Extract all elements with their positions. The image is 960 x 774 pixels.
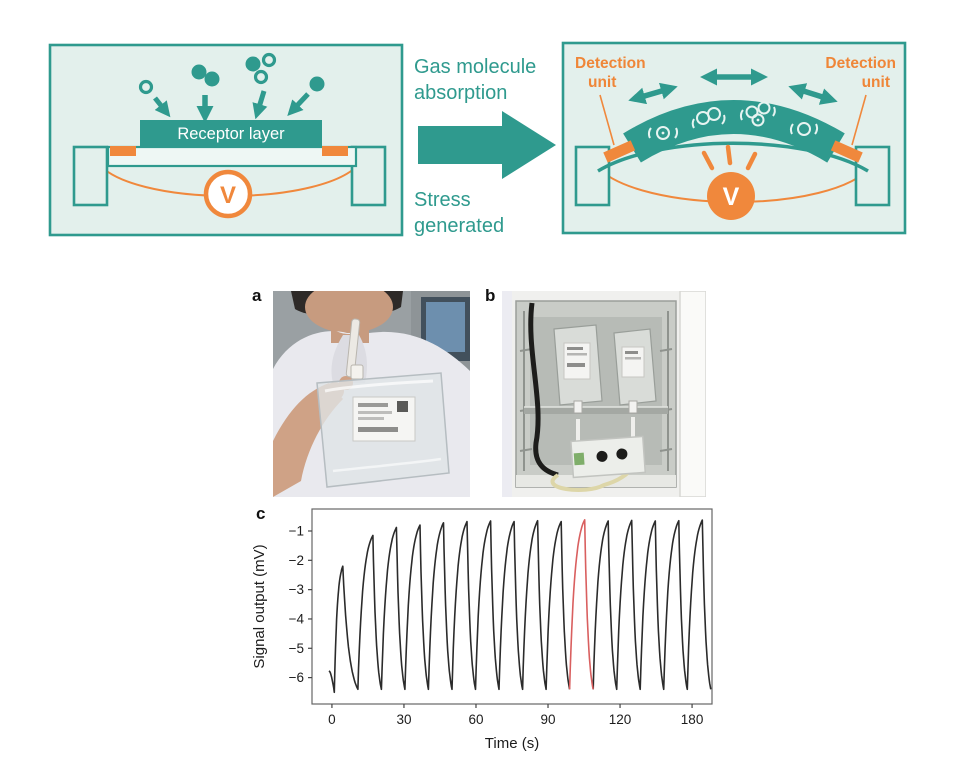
face [305, 291, 393, 333]
gas-molecule-icon [261, 52, 277, 68]
leader-line [851, 94, 867, 146]
breath-sampling-bag [316, 372, 450, 488]
x-tick-label: 120 [609, 712, 632, 727]
y-tick-label: −3 [289, 582, 304, 597]
cabinet-edge [502, 291, 512, 497]
chamber-interior [515, 300, 677, 492]
shelf [524, 407, 668, 414]
subfigure-label-b: b [485, 286, 496, 305]
bag-fitting [350, 364, 364, 380]
support-post-icon [72, 145, 109, 207]
x-tick-label: 180 [681, 712, 704, 727]
y-tick-label: −4 [289, 611, 305, 626]
qr-code-icon [397, 401, 408, 412]
gas-molecules-icon [138, 52, 325, 123]
photo-breath-sampling [273, 291, 470, 497]
bag-valve [628, 400, 638, 414]
subfigure-label-a: a [252, 286, 262, 305]
detection-unit-right-line1: Detection [825, 55, 896, 72]
stress-arrow-icon [788, 83, 838, 105]
membrane-bar-icon [106, 145, 358, 168]
gas-molecule-icon [309, 76, 325, 92]
panel-flat-sensor: Receptor layer V [48, 43, 404, 237]
absorption-arrow-icon [252, 90, 268, 120]
x-tick-label: 30 [396, 712, 411, 727]
open-door [679, 291, 706, 497]
leader-line [599, 94, 615, 146]
detection-pad-icon [830, 140, 863, 163]
transition-block: Gas molecule absorption Stress generated [414, 56, 556, 237]
detection-unit-left-line1: Detection [575, 55, 646, 72]
support-post-icon [574, 145, 611, 207]
gas-bag [553, 324, 603, 414]
stress-generated-text-line1: Stress [414, 189, 471, 211]
gas-molecule-icon [245, 56, 261, 72]
gas-molecule-icon [253, 69, 269, 85]
absorption-arrow-icon [153, 96, 171, 118]
signal-trace [592, 519, 712, 691]
photo-b-scene [502, 291, 706, 497]
y-tick-label: −6 [289, 670, 304, 685]
detection-unit-right-line2: unit [862, 74, 890, 91]
panel-bent-sensor: Detection unit Detection unit V [561, 41, 907, 235]
gas-molecule-icon [204, 71, 220, 87]
plot-frame [311, 508, 713, 705]
voltmeter-symbol: V [220, 182, 236, 209]
subfigure-label-c: c [256, 504, 266, 523]
black-cable [528, 302, 559, 478]
gas-absorption-text-line2: absorption [414, 82, 507, 104]
signal-trace [328, 519, 571, 694]
absorption-arrow-icon [287, 92, 310, 116]
y-tick-label: −2 [289, 553, 304, 568]
mouthpiece-tube [345, 318, 364, 380]
photo-incubator-setup [502, 291, 706, 497]
gas-absorption-text-line1: Gas molecule [414, 56, 536, 78]
x-axis-label: Time (s) [485, 735, 539, 752]
bag-valve [573, 400, 583, 414]
voltmeter-icon [707, 172, 755, 220]
stress-arrows-icon [628, 68, 838, 105]
signal-trace-highlighted [568, 519, 594, 690]
x-tick-label: 60 [468, 712, 483, 727]
drop-tubes [576, 417, 635, 441]
sensor-principle-diagram: Receptor layer V Gas molecule [48, 41, 907, 237]
x-tick-label: 0 [328, 712, 336, 727]
detection-pad-icon [603, 140, 636, 163]
receptor-layer-rect [140, 120, 322, 147]
receptor-layer-label: Receptor layer [177, 125, 285, 143]
detection-unit-left-line2: unit [588, 74, 616, 91]
voltmeter-symbol: V [723, 183, 740, 211]
y-tick-label: −1 [289, 523, 304, 538]
y-axis-label: Signal output (mV) [251, 544, 268, 668]
x-tick-label: 90 [540, 712, 555, 727]
photo-a-scene [273, 291, 470, 497]
gas-molecule-icon [138, 79, 154, 95]
gas-bag [613, 328, 657, 414]
signal-rays-icon [701, 144, 758, 171]
measurement-unit [570, 435, 647, 479]
support-post-icon [854, 145, 891, 207]
detection-pad-icon [110, 146, 136, 156]
stress-generated-text-line2: generated [414, 215, 504, 237]
voltmeter-icon [203, 169, 253, 219]
gas-molecule-icon [191, 64, 207, 80]
absorbed-molecules-icon [647, 101, 819, 140]
detection-pad-icon [322, 146, 348, 156]
green-connector [573, 452, 585, 466]
y-tick-label: −5 [289, 641, 304, 656]
shelf-rails [519, 311, 673, 471]
bent-membrane-icon [597, 141, 869, 173]
chamber-floor [516, 475, 676, 487]
support-post-icon [350, 145, 387, 207]
stress-arrow-icon [628, 82, 678, 105]
right-arrow-icon [418, 111, 556, 179]
